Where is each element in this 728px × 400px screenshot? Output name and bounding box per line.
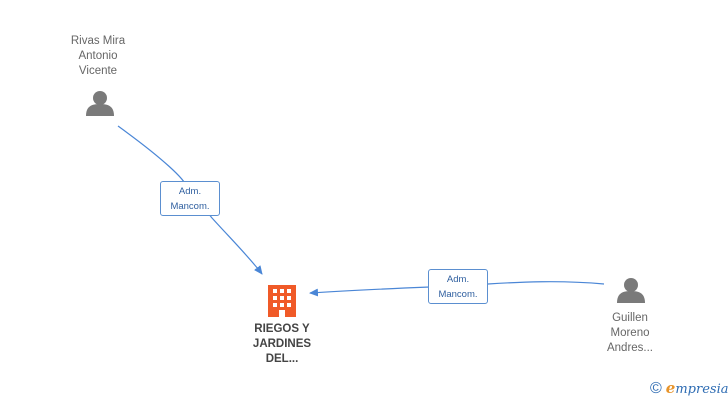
person-icon[interactable] [617, 278, 645, 303]
copyright-icon: © [650, 380, 662, 397]
person-2-name[interactable]: Guillen Moreno Andres... [606, 312, 654, 354]
brand-logo: empresia [665, 379, 728, 397]
person-icon[interactable] [86, 91, 114, 116]
person-1-name[interactable]: Rivas Mira Antonio Vicente [70, 35, 126, 77]
building-icon[interactable] [268, 285, 296, 317]
edge-label-role: Adm. Mancom. [160, 181, 220, 216]
footer-brand[interactable]: © empresia [650, 380, 728, 398]
edge-label-role: Adm. Mancom. [428, 269, 488, 304]
company-name[interactable]: RIEGOS Y JARDINES DEL... [252, 323, 312, 365]
